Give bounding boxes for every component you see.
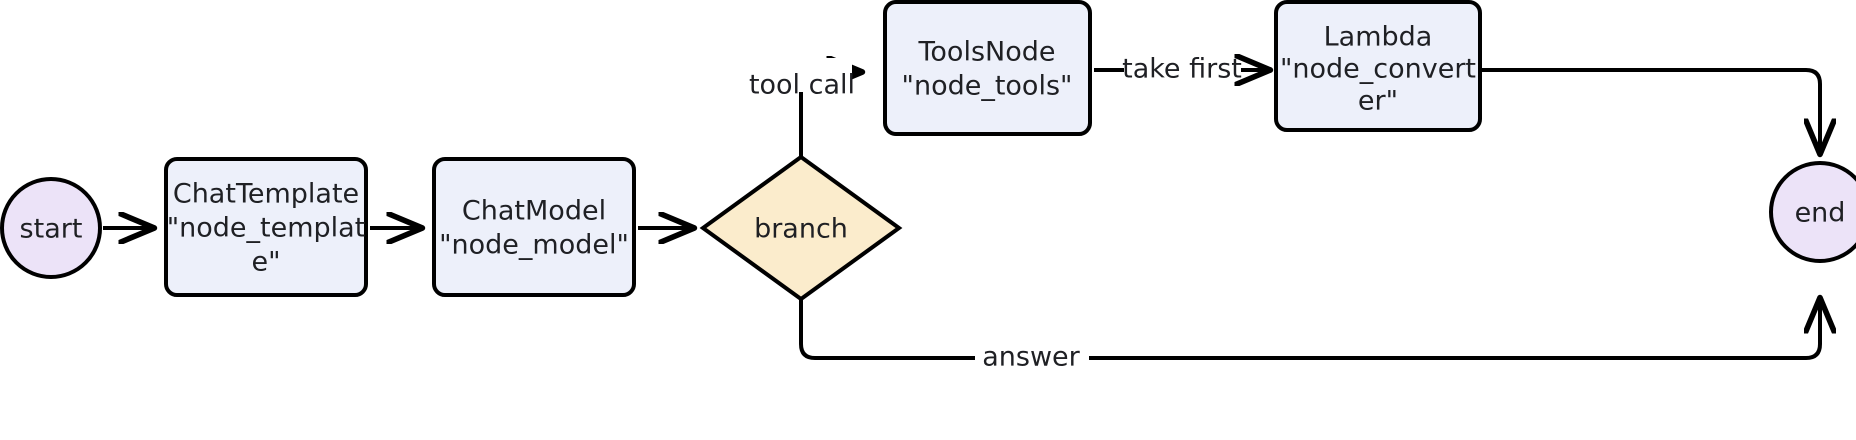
edge-node-converter-to-end (1482, 68, 1820, 152)
node-tools-shape[interactable] (883, 0, 1092, 136)
node-chat-template-line-3: e" (251, 247, 280, 278)
edge-label-backdrop (975, 341, 1089, 375)
edge-branch-to-node-tools: tool call (749, 58, 860, 157)
node-start-shape[interactable] (0, 177, 102, 279)
node-chat-template-line-1: ChatTemplate (173, 179, 359, 210)
node-chat-model-shape[interactable] (432, 157, 636, 297)
edge-label-answer: answer (982, 342, 1080, 373)
edge-node-tools-to-node-converter: take first (1094, 54, 1268, 85)
edge-line (799, 300, 1820, 360)
node-end-label: end (1795, 198, 1846, 229)
edge-label-backdrop (752, 58, 852, 92)
node-chat-template-shape[interactable] (164, 157, 368, 297)
edge-line (1482, 68, 1820, 152)
node-chat-model-line-1: ChatModel (462, 196, 606, 227)
node-start-label: start (20, 214, 83, 245)
node-end-shape[interactable] (1769, 161, 1856, 263)
node-branch[interactable]: branch (699, 154, 903, 302)
node-converter-line-2: "node_convert (1280, 54, 1476, 85)
node-chat-template[interactable]: ChatTemplate "node_templat e" (164, 157, 368, 297)
node-branch-label: branch (754, 214, 848, 245)
edge-branch-to-end: answer (799, 300, 1820, 375)
node-chat-model-line-2: "node_model" (439, 230, 629, 261)
node-tools[interactable]: ToolsNode "node_tools" (883, 0, 1092, 136)
node-converter-line-1: Lambda (1324, 22, 1433, 53)
node-converter[interactable]: Lambda "node_convert er" (1274, 0, 1482, 132)
node-converter-shape[interactable] (1274, 0, 1482, 132)
node-tools-line-1: ToolsNode (918, 37, 1056, 68)
node-chat-template-line-2: "node_templat (167, 213, 366, 244)
node-chat-model[interactable]: ChatModel "node_model" (432, 157, 636, 297)
node-branch-shape[interactable] (699, 154, 903, 302)
node-tools-line-2: "node_tools" (902, 71, 1073, 102)
node-end[interactable]: end (1769, 161, 1856, 263)
edge-label-tool-call: tool call (749, 70, 855, 101)
node-converter-line-3: er" (1358, 86, 1398, 117)
edge-label-take-first: take first (1122, 54, 1242, 85)
node-start[interactable]: start (0, 177, 102, 279)
